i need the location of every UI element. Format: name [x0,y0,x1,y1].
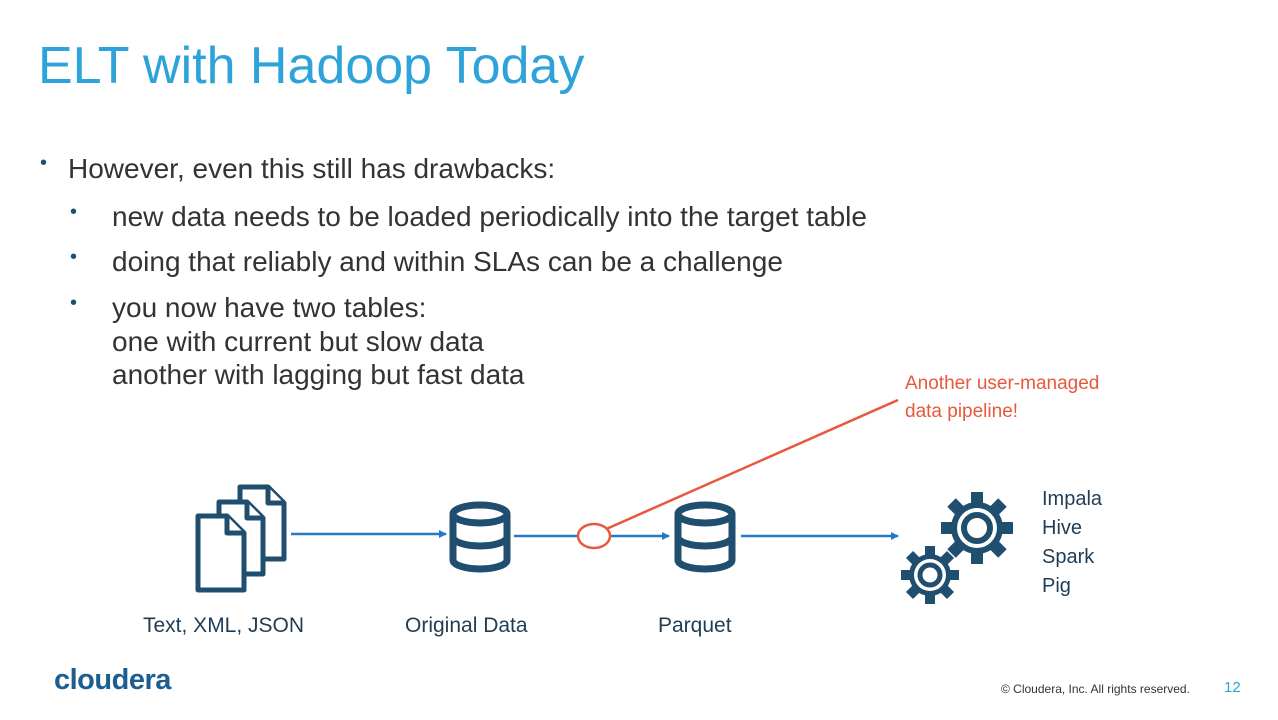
sub-bullet-1-text: new data needs to be loaded periodically… [112,200,867,232]
engine-list: Impala Hive Spark Pig [1042,485,1102,601]
bullet-dot: • [40,152,48,174]
sub-bullet-3-line-2: one with current but slow data [112,325,484,357]
callout-pointer-line [603,398,899,532]
bullet-main: • However, even this still has drawbacks… [38,150,1138,188]
slide-title: ELT with Hadoop Today [38,37,585,95]
gears-icon [901,492,1013,604]
database-icon-parquet [674,501,736,573]
page-number: 12 [1224,679,1241,696]
sub-bullet-3-line-1: you now have two tables: [112,291,427,323]
engine-spark: Spark [1042,546,1095,568]
bullet-dot: • [70,246,78,269]
bullet-list: • However, even this still has drawbacks… [38,150,1138,392]
label-parquet: Parquet [658,614,732,637]
pipeline-marker [576,522,612,550]
cloudera-logo: cloudera [54,664,171,696]
bullet-main-text: However, even this still has drawbacks: [68,153,556,184]
label-original-data: Original Data [405,614,528,637]
engine-pig: Pig [1042,575,1071,597]
sub-bullet-2-text: doing that reliably and within SLAs can … [112,246,783,278]
engine-hive: Hive [1042,517,1083,539]
bullet-dot: • [70,291,78,314]
database-icon-original [449,501,511,573]
label-source-formats: Text, XML, JSON [143,614,305,637]
sub-bullet-3: • you now have two tables: one with curr… [38,291,1138,392]
copyright-notice: © Cloudera, Inc. All rights reserved. [1001,682,1190,696]
sub-bullet-1: • new data needs to be loaded periodical… [38,200,1138,234]
callout-line-1: Another user-managed [905,373,1100,394]
bullet-dot: • [70,200,78,223]
engine-impala: Impala [1042,488,1103,510]
callout-text: Another user-managed data pipeline! [905,370,1099,425]
documents-icon [195,484,287,593]
sub-bullet-3-line-3: another with lagging but fast data [112,359,525,391]
sub-bullet-2: • doing that reliably and within SLAs ca… [38,245,1138,279]
callout-line-2: data pipeline! [905,400,1019,422]
